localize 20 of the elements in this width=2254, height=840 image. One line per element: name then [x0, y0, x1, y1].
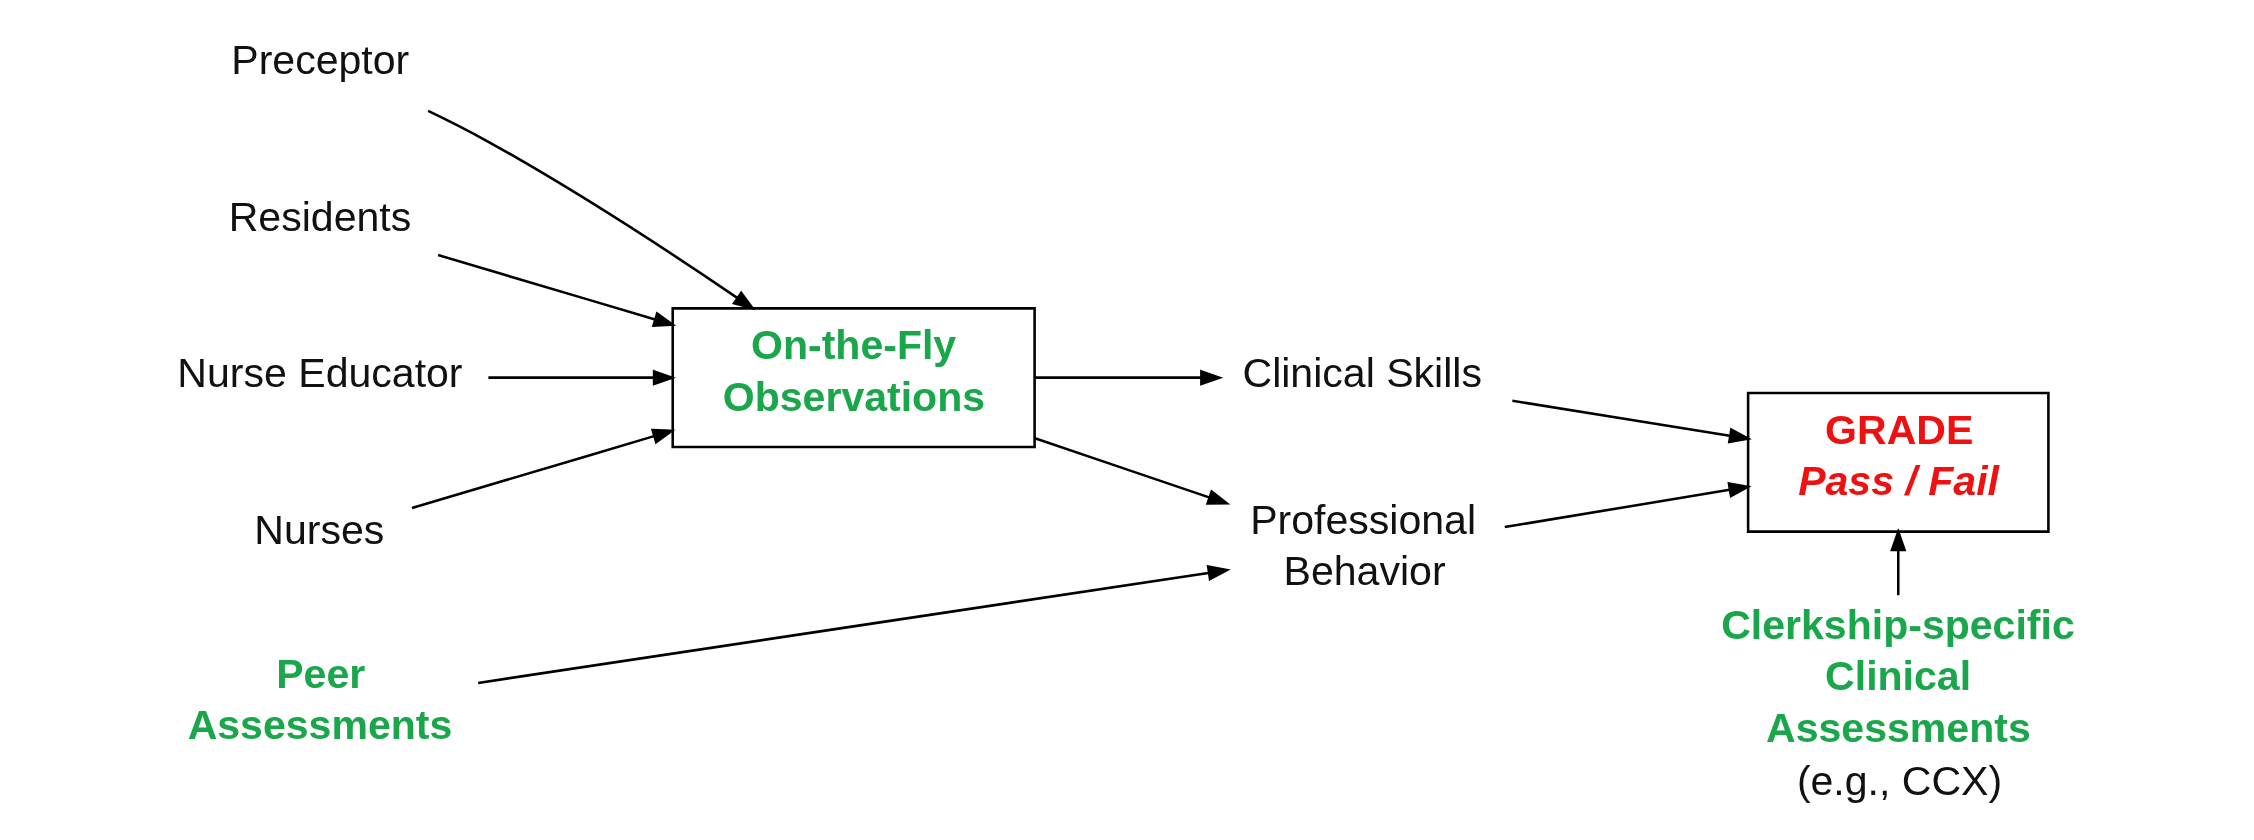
- node-text: Peer Assessments: [187, 650, 453, 749]
- arrow: [427, 109, 756, 311]
- arrow: [1034, 369, 1224, 386]
- arrow: [437, 253, 677, 327]
- node-text: Nurse Educator: [177, 350, 463, 397]
- node-box: On-the-Fly Observations: [671, 307, 1036, 449]
- node-text: Nurses: [254, 506, 385, 553]
- node-text: Clinical Skills: [1242, 350, 1482, 397]
- node-box: GRADE Pass / Fail: [1746, 391, 2050, 533]
- arrow: [411, 428, 676, 510]
- arrow: [488, 369, 676, 386]
- arrow: [477, 565, 1231, 685]
- node-text: Professional Behavior: [1250, 496, 1477, 595]
- node-text: Preceptor: [231, 37, 410, 84]
- arrow: [1890, 528, 1907, 596]
- arrow: [1512, 399, 1752, 444]
- arrow: [1504, 481, 1752, 529]
- arrow: [1034, 437, 1231, 505]
- node-text: Clerkship-specific Clinical Assessments (e.g., CCX): [1721, 601, 2075, 805]
- node-text: Residents: [228, 193, 412, 240]
